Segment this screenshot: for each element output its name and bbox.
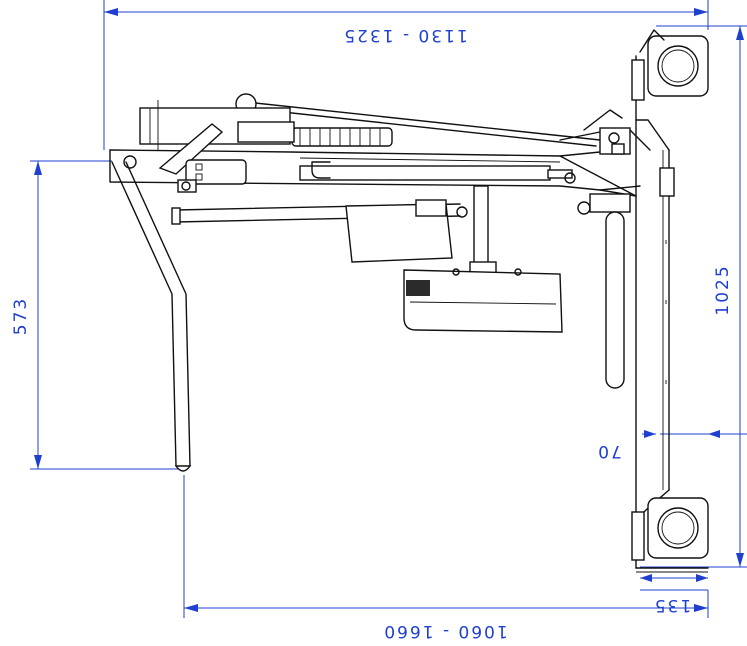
bottom-width-label: 1060 - 1660: [382, 621, 507, 641]
top-caster: [639, 29, 709, 97]
hanging-leg: [577, 193, 631, 389]
leg-offset-dimension: 70: [596, 430, 747, 461]
left-height-dimension: 573: [11, 160, 180, 470]
push-handle: [111, 155, 192, 472]
leg-offset-label: 70: [596, 441, 622, 461]
base-height-label: 135: [653, 595, 691, 615]
top-width-label: 1130 - 1325: [342, 25, 467, 45]
spring: [291, 127, 393, 147]
base-height-dimension: 135: [640, 574, 708, 615]
right-height-label: 1025: [713, 264, 733, 315]
right-height-dimension: 1025: [640, 25, 747, 568]
mast-hinge: [559, 109, 651, 197]
bottom-caster: [647, 497, 709, 559]
top-width-dimension: 1130 - 1325: [103, 0, 709, 150]
motor-housing: [403, 268, 563, 333]
battery-box: [345, 199, 453, 263]
control-handle: [158, 123, 247, 193]
left-height-label: 573: [11, 297, 31, 335]
base-frame: [631, 55, 709, 573]
bottom-width-dimension: 1060 - 1660: [183, 475, 709, 641]
